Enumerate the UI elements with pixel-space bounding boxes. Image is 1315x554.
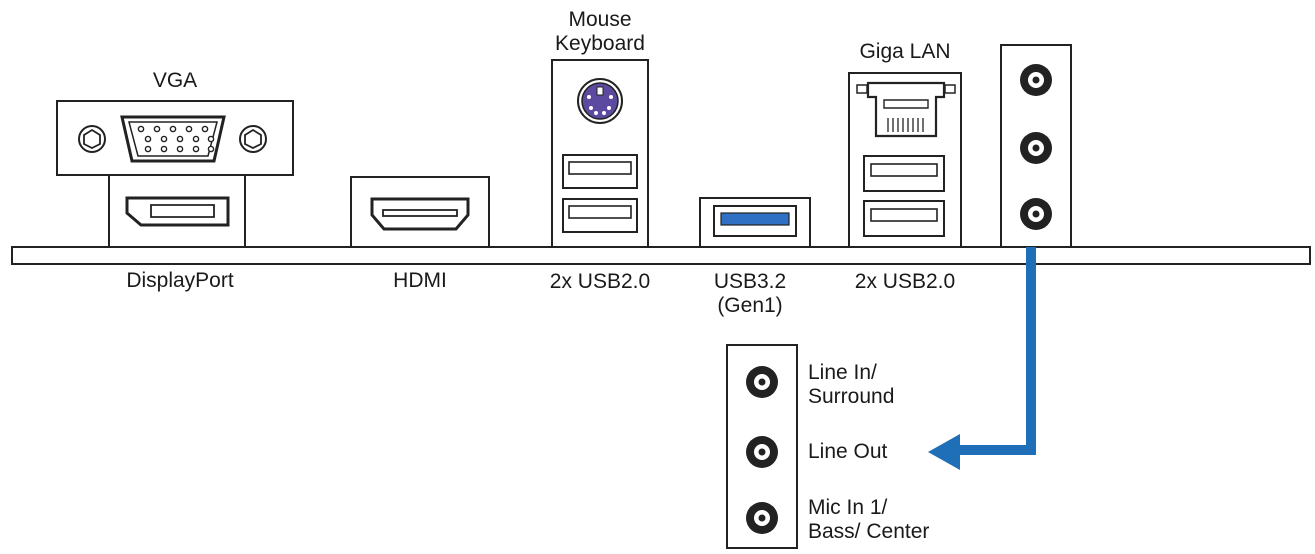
audio-jack-stack: [1000, 44, 1072, 248]
mic-in-line1: Mic In 1/: [808, 496, 888, 519]
usb3-label: USB3.2 (Gen1): [695, 270, 805, 318]
hdmi-port: [350, 176, 490, 248]
giga-lan-label: Giga LAN: [859, 40, 951, 63]
displayport-port: [108, 174, 246, 248]
mouse-label: Mouse: [568, 8, 632, 31]
ps2-usb-stack: [551, 59, 649, 248]
displayport-label: DisplayPort: [126, 269, 234, 292]
usb2-left-label: 2x USB2.0: [549, 270, 651, 293]
vga-port: [56, 100, 294, 176]
io-shield-bar: [11, 246, 1311, 265]
hdmi-label: HDMI: [393, 269, 447, 292]
keyboard-label: Keyboard: [555, 32, 645, 55]
mouse-keyboard-label: Mouse Keyboard: [540, 8, 660, 56]
callout-arrow: [928, 247, 1036, 470]
line-in-line2: Surround: [808, 385, 895, 408]
mic-in-label: Mic In 1/ Bass/ Center: [808, 496, 929, 544]
usb3-line2: (Gen1): [717, 294, 783, 317]
line-in-line1: Line In/: [808, 361, 877, 384]
lan-usb-stack: [848, 72, 962, 248]
usb3-port: [699, 197, 811, 248]
mic-in-line2: Bass/ Center: [808, 520, 930, 543]
audio-detail-box: [726, 344, 798, 549]
vga-label: VGA: [152, 69, 198, 92]
line-out-label: Line Out: [808, 440, 888, 463]
line-in-label: Line In/ Surround: [808, 361, 894, 409]
usb3-line1: USB3.2: [713, 270, 787, 293]
usb2-right-label: 2x USB2.0: [854, 270, 956, 293]
